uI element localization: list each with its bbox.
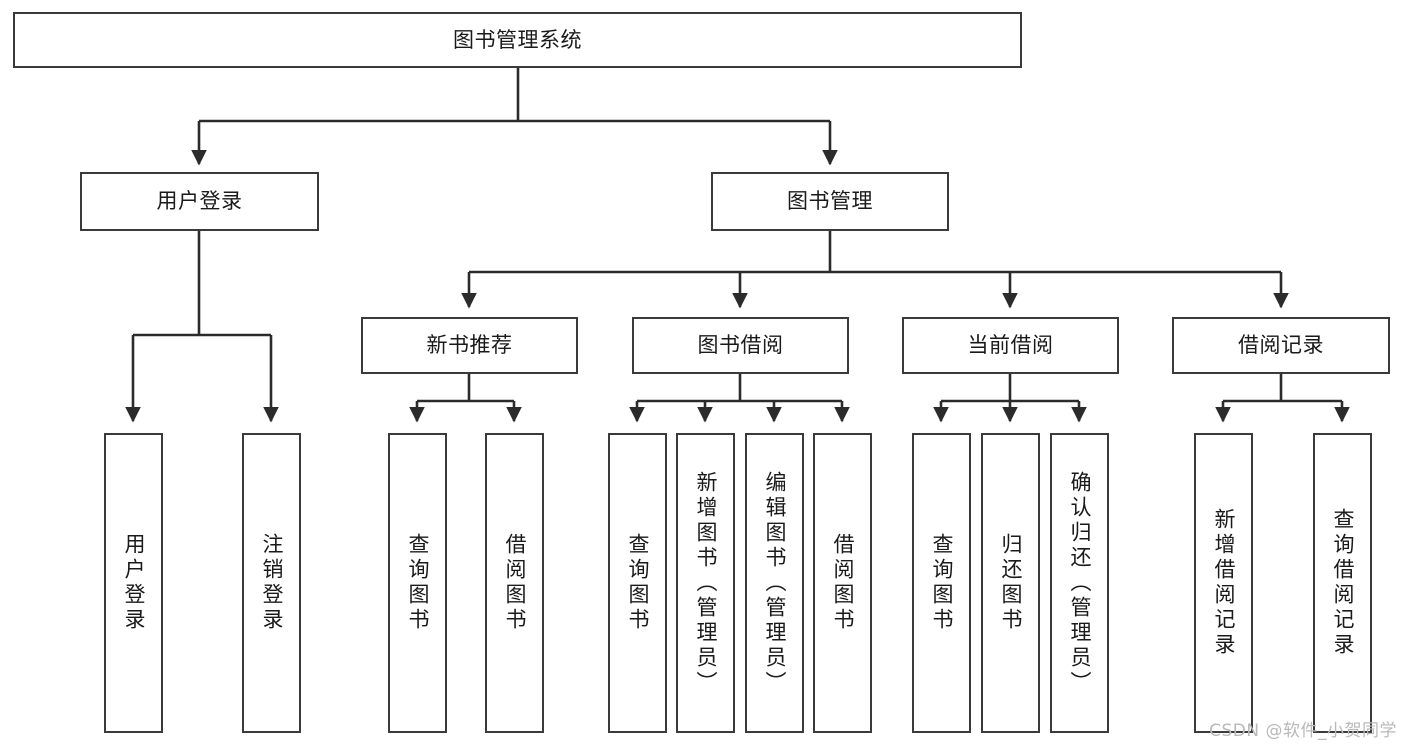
node-label: 借阅图书 — [831, 533, 856, 633]
node-label: 新书推荐 — [426, 333, 513, 357]
node-label: 用户登录 — [122, 533, 147, 633]
leaf-current-confirm-return-admin[interactable]: 确认归还（管理员） — [1050, 433, 1109, 733]
node-label: 新增借阅记录 — [1212, 508, 1237, 658]
leaf-new-book-borrow[interactable]: 借阅图书 — [485, 433, 544, 733]
node-label: 图书借阅 — [697, 333, 784, 357]
leaf-current-query-book[interactable]: 查询图书 — [912, 433, 971, 733]
node-label: 借阅图书 — [503, 533, 528, 633]
node-new-book-recommend[interactable]: 新书推荐 — [361, 317, 578, 374]
node-label: 查询借阅记录 — [1331, 508, 1356, 658]
node-label: 图书管理系统 — [453, 27, 582, 52]
node-label: 当前借阅 — [967, 333, 1054, 357]
node-label: 注销登录 — [260, 533, 285, 633]
watermark-text: CSDN @软件_小贺同学 — [1209, 721, 1397, 741]
node-label: 借阅记录 — [1238, 333, 1324, 357]
node-label: 图书管理 — [787, 189, 873, 213]
leaf-borrow-edit-book-admin[interactable]: 编辑图书（管理员） — [745, 433, 804, 733]
node-root-book-management-system[interactable]: 图书管理系统 — [13, 12, 1022, 68]
node-book-management[interactable]: 图书管理 — [711, 172, 949, 231]
leaf-new-book-query[interactable]: 查询图书 — [388, 433, 447, 733]
leaf-current-return-book[interactable]: 归还图书 — [981, 433, 1040, 733]
node-label: 查询图书 — [626, 533, 651, 633]
node-label: 编辑图书（管理员） — [763, 470, 788, 696]
node-label: 新增图书（管理员） — [694, 470, 719, 696]
node-borrow-record[interactable]: 借阅记录 — [1172, 317, 1390, 374]
node-label: 归还图书 — [999, 533, 1024, 633]
node-user-login[interactable]: 用户登录 — [80, 172, 319, 231]
node-book-borrow[interactable]: 图书借阅 — [632, 317, 849, 374]
node-label: 查询图书 — [930, 533, 955, 633]
leaf-record-add-record[interactable]: 新增借阅记录 — [1194, 433, 1253, 733]
leaf-borrow-query-book[interactable]: 查询图书 — [608, 433, 667, 733]
node-label: 用户登录 — [156, 189, 243, 213]
leaf-user-login-logout[interactable]: 注销登录 — [242, 433, 301, 733]
leaf-record-query-record[interactable]: 查询借阅记录 — [1313, 433, 1372, 733]
leaf-borrow-borrow-book[interactable]: 借阅图书 — [813, 433, 872, 733]
leaf-borrow-add-book-admin[interactable]: 新增图书（管理员） — [676, 433, 735, 733]
leaf-user-login-login[interactable]: 用户登录 — [104, 433, 163, 733]
node-current-borrow[interactable]: 当前借阅 — [902, 317, 1119, 374]
node-label: 确认归还（管理员） — [1068, 470, 1093, 696]
node-label: 查询图书 — [406, 533, 431, 633]
